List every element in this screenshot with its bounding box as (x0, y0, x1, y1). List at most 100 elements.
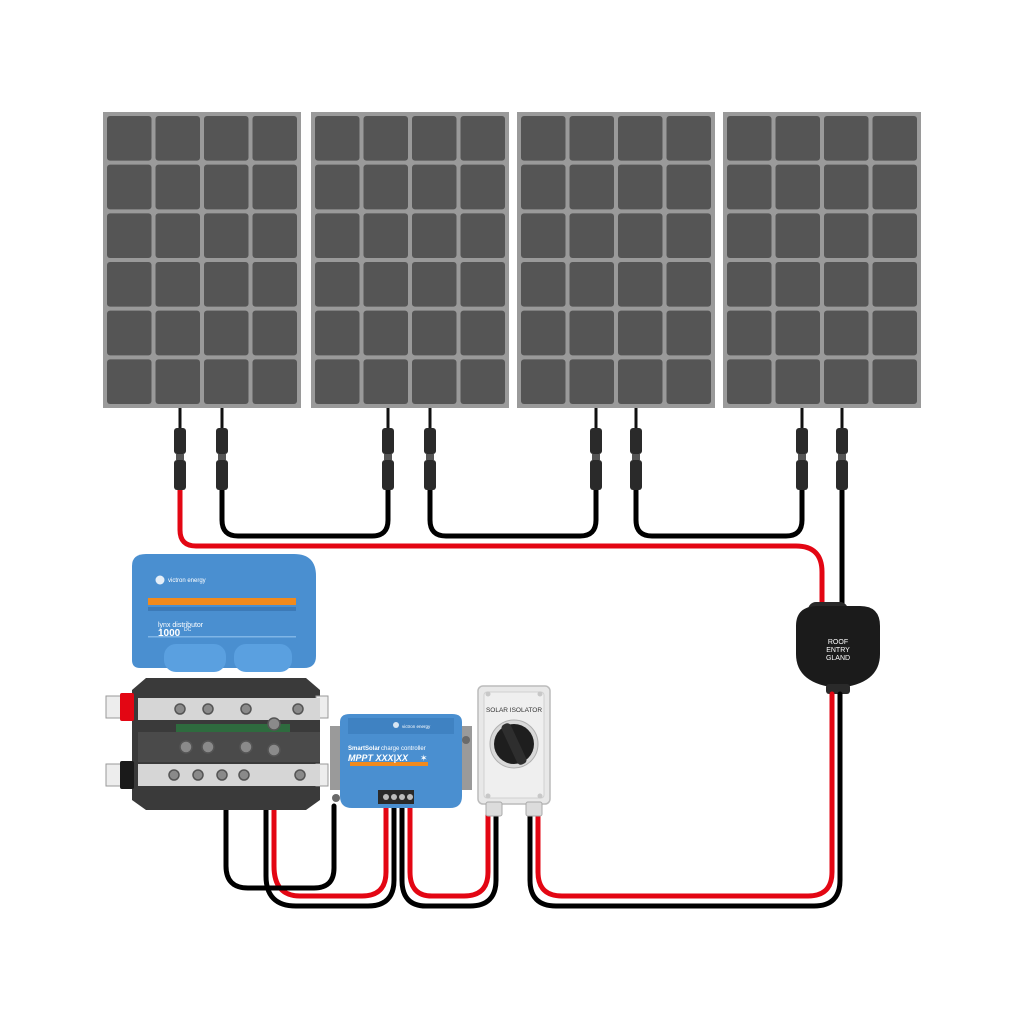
panel-cell (727, 164, 772, 210)
series-jumper-3-4 (633, 487, 805, 539)
panel-cell (204, 164, 249, 210)
panel-frame (517, 112, 715, 408)
busbar-bolt-bottom (192, 769, 204, 781)
panel-cell (204, 310, 249, 356)
panel-cell (569, 116, 614, 161)
lynx-distributor: victron energy lynx distributor 1000 DC (132, 554, 316, 672)
panel-cell (412, 164, 457, 210)
panel-cell (727, 310, 772, 356)
panel-cell (824, 213, 869, 258)
panel-cell (412, 359, 457, 404)
panel-cell (252, 359, 297, 404)
panel-cell (872, 213, 917, 258)
mppt-terminal-screw (407, 794, 413, 800)
busbar-positive-stud (267, 717, 281, 731)
panel-cell (727, 213, 772, 258)
panel-frame (723, 112, 921, 408)
panel-cell (107, 213, 152, 258)
panel-cell (460, 164, 505, 210)
panel-cell (872, 116, 917, 161)
mppt-terminal-screw (391, 794, 397, 800)
gland-label-line3: GLAND (826, 655, 850, 662)
isolator-knob-handle (501, 723, 527, 765)
panel-cell (872, 164, 917, 210)
panel-cell (460, 262, 505, 307)
panel-cell (460, 116, 505, 161)
bluetooth-icon: ✶ (420, 753, 428, 763)
panel-cell (315, 262, 360, 307)
mppt-terminal-screw (383, 794, 389, 800)
panel-cell (824, 262, 869, 307)
busbar-bolt-bottom (216, 769, 228, 781)
panel-cell (872, 262, 917, 307)
mc4-connector (590, 408, 602, 490)
panel-frame (103, 112, 301, 408)
mppt-terminal-screw (399, 794, 405, 800)
panel-frame (311, 112, 509, 408)
series-jumper-1-2 (219, 487, 391, 539)
solar-panel-array (103, 112, 921, 408)
gland-to-isolator-positive (535, 691, 835, 899)
panel-cell (363, 262, 408, 307)
panel-cell (775, 164, 820, 210)
panel-cell (155, 213, 200, 258)
panel-cell (618, 164, 663, 210)
solar-panel-1 (103, 112, 301, 408)
panel-cell (155, 359, 200, 404)
victron-logo-icon (155, 575, 165, 585)
lynx-negative-loop (223, 787, 337, 891)
busbar-bolt-top (292, 703, 304, 715)
mc4-connector (796, 408, 808, 490)
busbar-bolt-top (202, 703, 214, 715)
panel-cell (363, 310, 408, 356)
panel-cell (155, 116, 200, 161)
panel-cell (569, 262, 614, 307)
panel-cell (775, 310, 820, 356)
panel-cell (569, 310, 614, 356)
isolator-label: SOLAR ISOLATOR (486, 707, 542, 714)
panel-cell (872, 310, 917, 356)
panel-cell (460, 359, 505, 404)
panel-cell (204, 359, 249, 404)
panel-cell (412, 262, 457, 307)
roof-entry-gland: ROOF ENTRY GLAND (796, 602, 880, 694)
panel-cell (618, 116, 663, 161)
panel-cell (363, 359, 408, 404)
panel-cell (315, 164, 360, 210)
panel-cell (824, 359, 869, 404)
panel-cell (666, 164, 711, 210)
panel-cell (727, 359, 772, 404)
mppt-charge-controller: victron energy SmartSolar charge control… (330, 714, 472, 808)
gland-label-line1: ROOF (828, 639, 848, 646)
panel-cell (666, 116, 711, 161)
panel-cell (618, 359, 663, 404)
panel-cell (363, 116, 408, 161)
panel-cell (521, 359, 566, 404)
panel-cell (252, 310, 297, 356)
panel-cell (155, 310, 200, 356)
busbar-bolts (168, 703, 306, 781)
panel-cell (727, 262, 772, 307)
busbar-bolt-middle (201, 740, 215, 754)
mppt-terminals (383, 794, 413, 800)
mc4-connector (836, 408, 848, 490)
panel-cell (412, 310, 457, 356)
mppt-to-lynx-positive (271, 757, 389, 899)
panel-cell (521, 310, 566, 356)
panel-cell (252, 116, 297, 161)
panel-cell (569, 164, 614, 210)
lynx-brand: victron energy (168, 578, 206, 584)
panel-cell (363, 213, 408, 258)
mppt-name-light: charge controller (381, 746, 426, 752)
lynx-busbar-base (105, 678, 329, 810)
panel-cell (824, 116, 869, 161)
panel-cell (412, 116, 457, 161)
busbar-bolt-bottom (238, 769, 250, 781)
panel-cell (666, 213, 711, 258)
panel-cell (155, 164, 200, 210)
gland-label-line2: ENTRY (826, 647, 850, 654)
mc4-connectors (174, 408, 848, 490)
isolator-to-mppt-negative (399, 805, 499, 909)
panel-cell (252, 164, 297, 210)
